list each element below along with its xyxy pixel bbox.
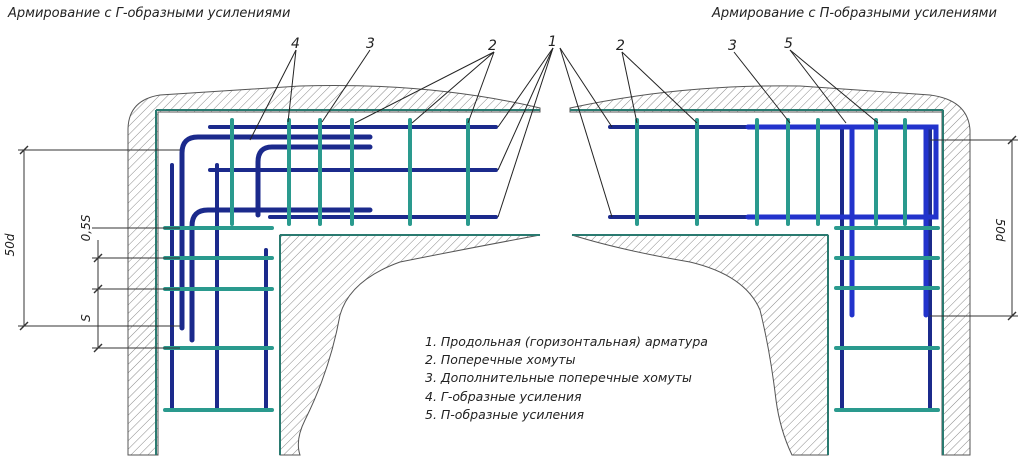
dim-label-s: S — [79, 314, 93, 322]
leader-4a — [249, 49, 297, 141]
tick — [1007, 311, 1017, 321]
leader-2a — [354, 51, 495, 124]
left-inner-corner — [279, 234, 541, 456]
legend-item-4: 4. Г-образные усиления — [425, 389, 582, 404]
leader-3-right — [733, 51, 791, 124]
right-dimensions — [930, 139, 1018, 317]
leader-2e — [621, 51, 698, 124]
leader-4b — [287, 49, 297, 123]
right-leaders — [559, 47, 879, 218]
right-dimension-ticks — [1007, 135, 1017, 321]
callout-5: 5 — [784, 36, 793, 52]
legend-item-3: 3. Дополнительные поперечные хомуты — [425, 370, 692, 385]
right-wall-outline — [569, 85, 971, 456]
legend-item-1: 1. Продольная (горизонтальная) арматура — [425, 334, 708, 349]
callout-1: 1 — [548, 34, 557, 50]
callout-3-right: 3 — [728, 38, 737, 54]
left-detail: 50d 0,5S S 4 3 2 1 Армирование с Г-образ… — [3, 6, 557, 456]
tick — [1007, 135, 1017, 145]
right-title: Армирование с П-образными усилениями — [711, 6, 997, 21]
left-stirrups — [163, 118, 470, 412]
tick — [93, 343, 103, 353]
callout-3-left: 3 — [366, 36, 375, 52]
right-detail: 50d 2 3 5 Армирование с П-образными усил… — [559, 6, 1018, 456]
leader-1d — [559, 47, 613, 128]
left-dimension-ticks — [19, 145, 103, 353]
l-bar-corner — [189, 207, 373, 343]
leader-1c — [497, 47, 554, 218]
leader-5b — [789, 49, 879, 124]
right-stirrups — [635, 118, 940, 412]
leader-5a — [789, 49, 847, 124]
dim-label-05s: 0,5S — [79, 214, 93, 241]
leader-1b — [497, 47, 554, 171]
l-bar-outer — [179, 134, 373, 331]
dim-label-50d-right: 50d — [993, 219, 1007, 242]
left-leaders — [249, 47, 554, 218]
tick — [19, 145, 29, 155]
u-bar-horizontal — [745, 124, 939, 220]
callout-2-right: 2 — [616, 38, 625, 54]
dim-label-50d-left: 50d — [3, 233, 17, 256]
left-l-shaped-bars — [179, 134, 373, 343]
leader-1e — [559, 47, 613, 218]
leader-1a — [497, 47, 554, 128]
right-inner-corner — [571, 234, 829, 456]
leader-2c — [467, 51, 495, 124]
legend-item-5: 5. П-образные усиления — [425, 407, 584, 422]
tick — [19, 321, 29, 331]
tick — [93, 284, 103, 294]
u-bar-vertical — [849, 124, 929, 318]
right-u-shaped-bars — [745, 124, 939, 318]
leader-2b — [411, 51, 495, 124]
tick — [93, 253, 103, 263]
leader-3 — [321, 49, 371, 123]
leader-2d — [621, 51, 638, 124]
legend: 1. Продольная (горизонтальная) арматура … — [425, 334, 708, 422]
left-dimensions — [18, 149, 180, 349]
callout-2-left: 2 — [488, 38, 497, 54]
legend-item-2: 2. Поперечные хомуты — [425, 352, 576, 367]
l-bar-inner — [255, 144, 373, 218]
left-title: Армирование с Г-образными усилениями — [7, 6, 290, 21]
left-wall-outline — [127, 84, 541, 456]
callout-4: 4 — [291, 36, 300, 52]
